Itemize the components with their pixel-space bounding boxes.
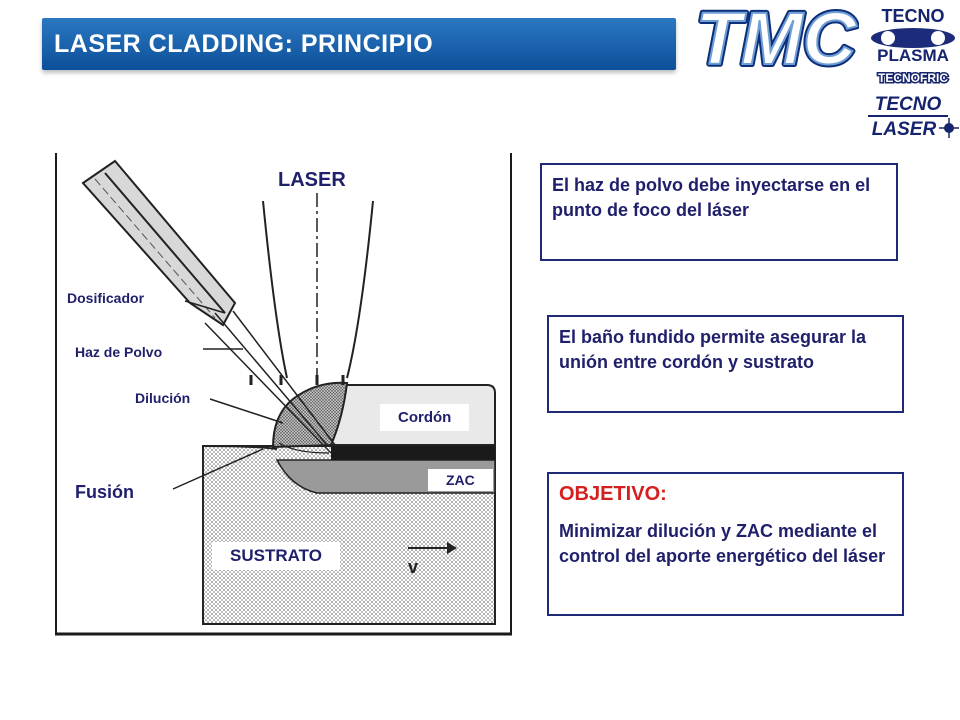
dilucion-label: Dilución <box>129 388 197 408</box>
melt-pool-info-box: El baño fundido permite asegurar la unió… <box>547 315 904 413</box>
dosificador-label: Dosificador <box>61 288 151 308</box>
svg-text:TECNOFRIC: TECNOFRIC <box>878 71 948 85</box>
powder-info-box: El haz de polvo debe inyectarse en el pu… <box>540 163 898 261</box>
svg-text:TECNO: TECNO <box>882 6 945 26</box>
powder-info-text: El haz de polvo debe inyectarse en el pu… <box>552 175 871 220</box>
objetivo-text: Minimizar dilución y ZAC mediante el con… <box>559 521 886 566</box>
objetivo-title: OBJETIVO: <box>559 483 667 505</box>
svg-text:LASER: LASER <box>872 119 937 140</box>
objetivo-box: OBJETIVO: Minimizar dilución y ZAC media… <box>547 472 904 616</box>
svg-text:TMC: TMC <box>696 4 858 74</box>
side-logos: TECNO PLASMA TECNOFRIC TECNO LASER <box>868 6 959 140</box>
fusion-label: Fusión <box>75 482 134 502</box>
laser-label: LASER <box>278 169 346 191</box>
svg-text:TMC: TMC <box>696 4 858 74</box>
haz-de-polvo-label: Haz de Polvo <box>69 342 169 362</box>
zac-label: ZAC <box>428 469 493 491</box>
svg-text:PLASMA: PLASMA <box>877 46 949 65</box>
title-bar: LASER CLADDING: PRINCIPIO <box>42 18 676 70</box>
svg-text:TECNO: TECNO <box>875 94 942 115</box>
cordon-label: Cordón <box>380 404 470 431</box>
tmc-logo: TMC TMC <box>694 4 859 74</box>
melt-pool-info-text: El baño fundido permite asegurar la unió… <box>559 327 867 372</box>
page-title: LASER CLADDING: PRINCIPIO <box>54 30 434 58</box>
sustrato-label: SUSTRATO <box>212 542 340 570</box>
cladding-diagram: v LASER Dosificador Haz de Polvo Dilució… <box>55 153 515 648</box>
svg-text:v: v <box>408 557 418 577</box>
